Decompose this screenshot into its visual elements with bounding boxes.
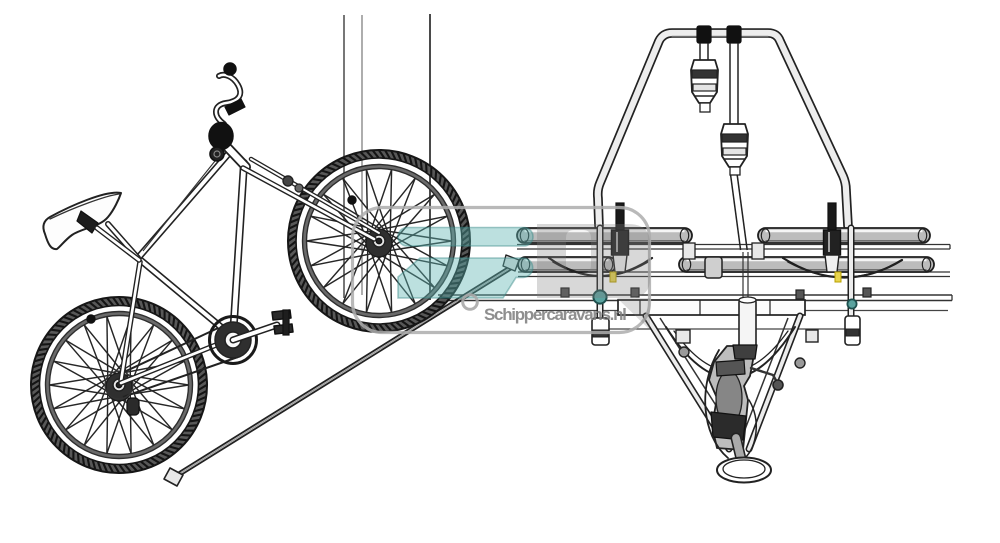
svg-text:Schippercaravans.nl: Schippercaravans.nl xyxy=(484,305,626,324)
